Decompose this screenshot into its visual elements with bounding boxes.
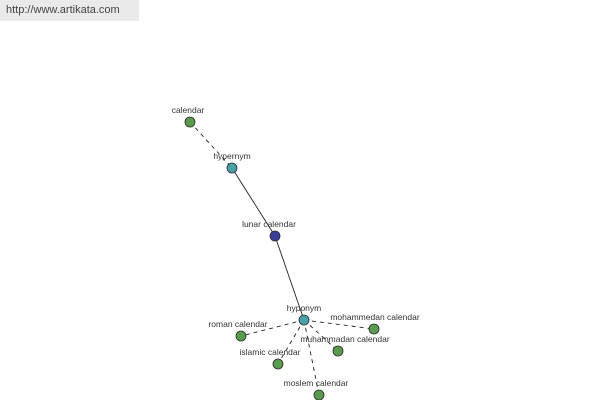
node-marker-roman-calendar[interactable] [235,330,247,342]
edge-hyponym-mohammedan-calendar-1 [303,319,375,330]
node-marker-lunar-calendar[interactable] [269,230,281,242]
node-marker-hyponym[interactable] [298,314,310,326]
edge-hyponym-roman-calendar [240,319,305,337]
edge-calendar-hypernym [189,121,233,169]
node-label-mohammedan-calendar-1: mohammedan calendar [330,312,419,322]
node-hyponym[interactable]: hyponym [287,303,322,326]
node-hypernym[interactable]: hypernym [213,151,251,174]
node-label-islamic-calendar: islamic calendar [240,347,301,357]
nodes-layer: calendar hypernym lunar calendar hyponym rom… [172,105,420,400]
node-marker-moslem-calendar[interactable] [313,389,325,400]
node-calendar[interactable]: calendar [172,105,205,128]
edge-hypernym-lunar-calendar [231,167,276,237]
node-label-moslem-calendar: moslem calendar [284,378,349,388]
node-moslem-calendar[interactable]: moslem calendar [284,378,349,400]
node-label-hyponym: hyponym [287,303,322,313]
node-marker-mohammedan-calendar-1[interactable] [368,323,380,335]
site-url-banner[interactable]: http://www.artikata.com [0,0,139,21]
node-islamic-calendar[interactable]: islamic calendar [240,347,301,370]
node-marker-calendar[interactable] [184,116,196,128]
node-label-hypernym: hypernym [213,151,250,161]
node-label-lunar-calendar: lunar calendar [242,219,296,229]
node-marker-hypernym[interactable] [226,162,238,174]
node-lunar-calendar[interactable]: lunar calendar [242,219,296,242]
node-marker-muhammadan-calendar[interactable] [332,345,344,357]
node-label-roman-calendar: roman calendar [208,319,267,329]
node-mohammedan-calendar-1[interactable]: mohammedan calendar [330,312,420,335]
edge-hyponym-islamic-calendar [277,319,305,365]
node-marker-islamic-calendar[interactable] [272,358,284,370]
node-muhammadan-calendar[interactable]: muhammadan calendar [300,334,390,357]
node-label-calendar: calendar [172,105,205,115]
edges-layer [189,121,375,396]
edge-lunar-calendar-hyponym [274,235,305,321]
node-roman-calendar[interactable]: roman calendar [208,319,268,342]
node-label-muhammadan-calendar: muhammadan calendar [300,334,389,344]
